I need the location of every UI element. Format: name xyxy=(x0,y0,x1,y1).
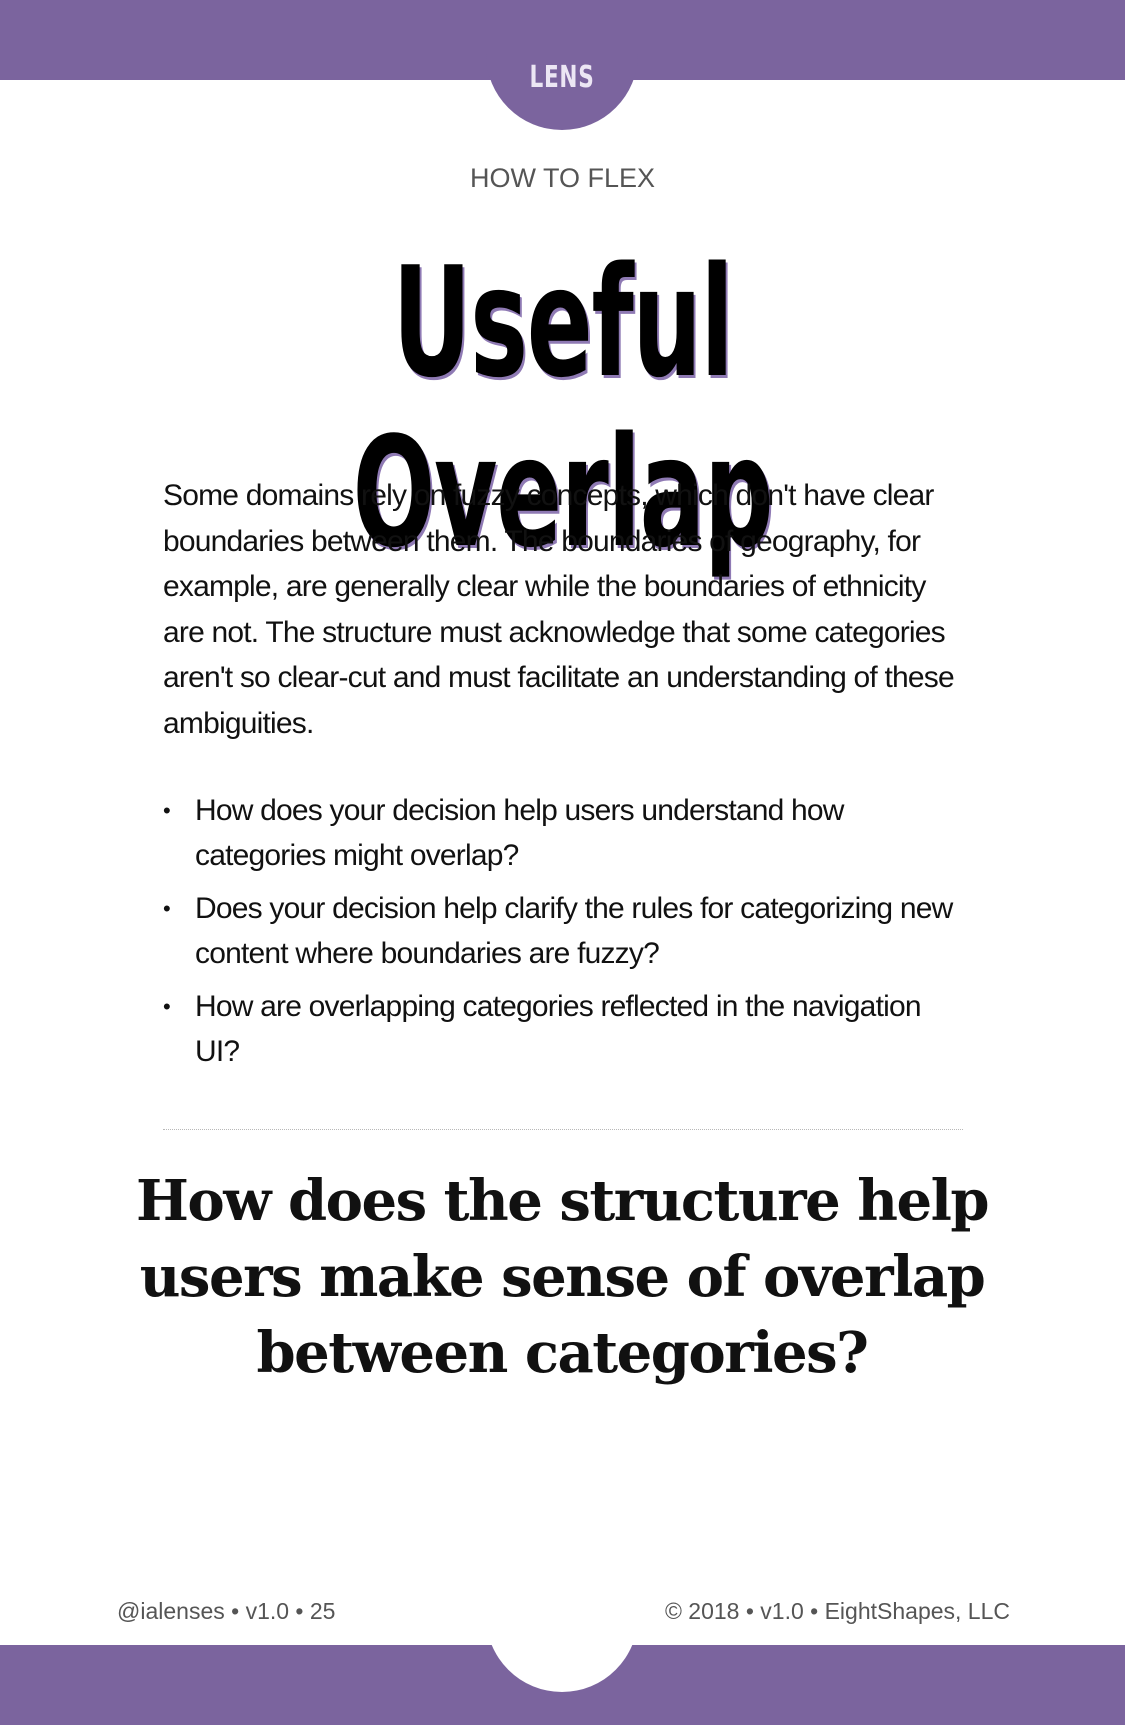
list-item: • How are overlapping categories reflect… xyxy=(163,984,969,1074)
bullet-dot-icon: • xyxy=(163,994,171,1019)
bullet-dot-icon: • xyxy=(163,798,171,823)
section-divider xyxy=(163,1129,963,1130)
header-tab xyxy=(486,0,638,130)
card-title: Useful Overlap xyxy=(352,234,774,581)
card-description: Some domains rely on fuzzy concepts, whi… xyxy=(163,479,955,740)
list-item: • Does your decision help clarify the ru… xyxy=(163,886,969,976)
key-question: How does the structure help users make s… xyxy=(135,1168,990,1386)
list-item-text: Does your decision help clarify the rule… xyxy=(195,892,953,970)
bullet-dot-icon: • xyxy=(163,896,171,921)
list-item-text: How does your decision help users unders… xyxy=(195,794,844,872)
lens-tab-label: LENS xyxy=(529,60,595,95)
footer-handle-page: @ialenses • v1.0 • 25 xyxy=(117,1598,336,1624)
question-list: • How does your decision help users unde… xyxy=(163,788,969,1082)
list-item-text: How are overlapping categories reflected… xyxy=(195,990,922,1068)
footer-copyright: © 2018 • v1.0 • EightShapes, LLC xyxy=(664,1598,1010,1624)
list-item: • How does your decision help users unde… xyxy=(163,788,969,878)
card-eyebrow: HOW TO FLEX xyxy=(469,163,656,193)
